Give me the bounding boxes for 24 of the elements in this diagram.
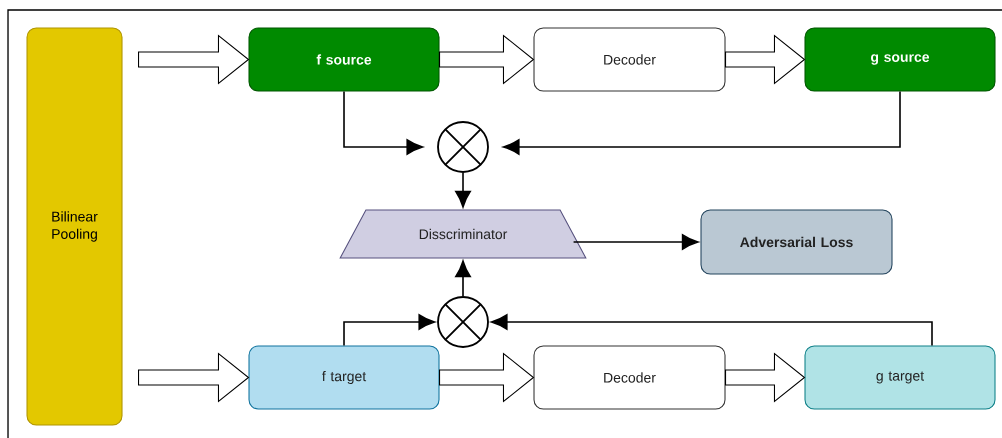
pooling-box: Bilinear Pooling: [26, 27, 123, 426]
arrow: [455, 172, 471, 208]
feature-box: g target: [804, 345, 996, 410]
feature-box: g source: [804, 27, 996, 92]
feature-box: f source: [248, 27, 440, 92]
multiply-symbol: [437, 121, 489, 173]
arrow: [502, 90, 901, 155]
arrow: [455, 260, 471, 297]
discriminator-trapezoid: Disscriminator: [339, 209, 587, 259]
arrow: [490, 314, 933, 347]
arrow: [343, 90, 424, 155]
multiply-symbol: [437, 296, 489, 348]
arrow: [343, 314, 436, 347]
block-arrow: [439, 34, 535, 85]
arrow: [572, 234, 699, 250]
block-arrow: [725, 34, 806, 85]
loss-box: Adversarial Loss: [700, 209, 893, 275]
feature-box: f target: [248, 345, 440, 410]
block-arrow: [439, 352, 535, 403]
decoder-box: Decoder: [533, 345, 726, 410]
block-arrow: [725, 352, 806, 403]
block-arrow: [138, 352, 250, 403]
decoder-box: Decoder: [533, 27, 726, 92]
block-arrow: [138, 34, 250, 85]
